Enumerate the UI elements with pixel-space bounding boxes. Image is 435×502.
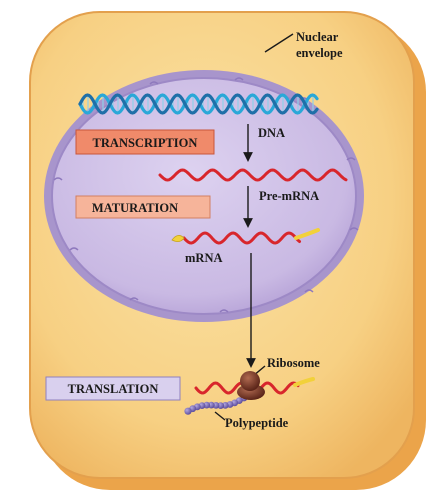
maturation-label: MATURATION: [92, 201, 178, 215]
amino-acid-bead: [184, 407, 192, 415]
maturation-box: MATURATION: [75, 195, 211, 219]
dna-helix: [78, 93, 319, 115]
ribosome-label: Ribosome: [267, 356, 320, 370]
poly-a-tail: [294, 228, 320, 240]
mrna-strand: [171, 228, 320, 245]
nuclear-envelope-label-line1: Nuclear: [296, 30, 339, 44]
translation-box: TRANSLATION: [45, 376, 181, 401]
translation-mrna-tail: [293, 377, 315, 387]
ribosome: [237, 371, 265, 400]
nuclear-envelope-label-line2: envelope: [296, 46, 343, 60]
transcription-label: TRANSCRIPTION: [93, 136, 198, 150]
dna-label: DNA: [258, 126, 285, 140]
dna-strand-b: [78, 93, 319, 115]
mrna-label: mRNA: [185, 251, 223, 265]
translation-label: TRANSLATION: [68, 382, 159, 396]
process-arrows: [214, 33, 294, 421]
polypeptide-label: Polypeptide: [225, 416, 289, 430]
mrna-cap: [171, 235, 185, 242]
pre-mrna-label: Pre-mRNA: [259, 189, 319, 203]
transcription-box: TRANSCRIPTION: [75, 129, 215, 155]
pre-mrna-strand: [158, 168, 348, 182]
dna-strand-a: [78, 93, 319, 115]
